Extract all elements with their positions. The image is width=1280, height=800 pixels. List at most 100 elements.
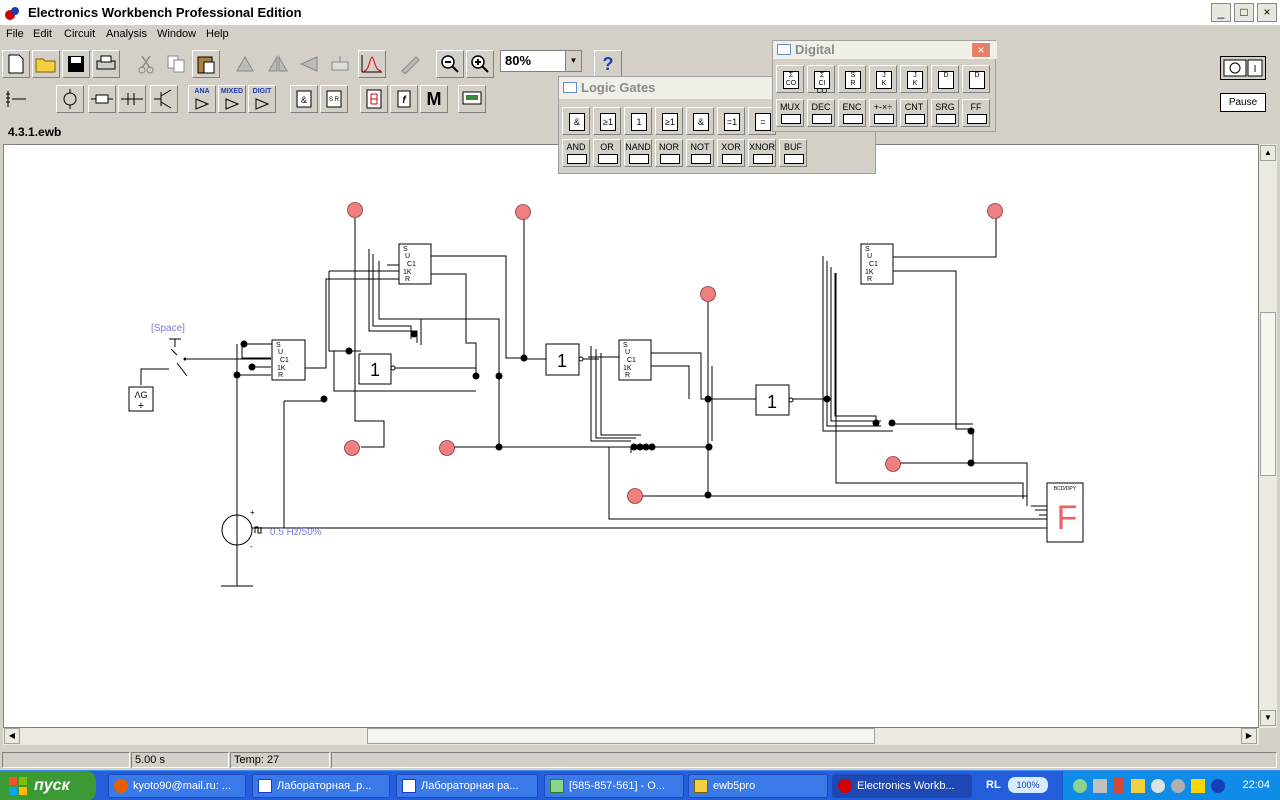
- vertical-scroll-thumb[interactable]: [1260, 312, 1276, 476]
- zoom-select[interactable]: 80% ▼: [500, 50, 582, 72]
- gate-not-symbol[interactable]: 1: [624, 107, 652, 135]
- switch[interactable]: [Space]: [151, 323, 188, 377]
- chevron-down-icon[interactable]: ▼: [565, 51, 581, 71]
- menu-file[interactable]: File: [6, 28, 24, 40]
- clock[interactable]: 22:04: [1242, 779, 1270, 791]
- print-button[interactable]: [92, 50, 120, 78]
- battery-indicator[interactable]: 100%: [1008, 777, 1048, 793]
- seven-segment-display[interactable]: BCD/DPY F: [1046, 482, 1084, 543]
- menu-help[interactable]: Help: [206, 28, 229, 40]
- logic-gates-bin-button[interactable]: &: [290, 85, 318, 113]
- paste-button[interactable]: [192, 50, 220, 78]
- transistors-bin-button[interactable]: [150, 85, 178, 113]
- gate-and-button[interactable]: AND: [562, 139, 590, 167]
- taskbar-item-firefox[interactable]: kyoto90@mail.ru: ...: [108, 774, 246, 798]
- digital-palette-title[interactable]: Digital: [773, 41, 997, 59]
- gate-nand-symbol[interactable]: &: [686, 107, 714, 135]
- start-button[interactable]: пуск: [0, 771, 96, 800]
- memory-icon[interactable]: [1113, 778, 1123, 794]
- zoom-out-button[interactable]: [436, 50, 464, 78]
- enc-button[interactable]: ENC: [838, 99, 866, 127]
- digital-bin-button[interactable]: S R: [320, 85, 348, 113]
- gate-nand-button[interactable]: NAND: [624, 139, 652, 167]
- taskbar-item-word-1[interactable]: Лабораторная_р...: [252, 774, 390, 798]
- help-button[interactable]: ?: [594, 50, 622, 78]
- scroll-down-icon[interactable]: ▼: [1260, 710, 1276, 726]
- rotate-button[interactable]: [232, 50, 260, 78]
- network-icon[interactable]: [1073, 779, 1087, 793]
- inverter-1[interactable]: 1: [358, 353, 396, 385]
- diodes-bin-button[interactable]: [118, 85, 146, 113]
- mixed-ics-bin-button[interactable]: MIXED: [218, 85, 246, 113]
- pause-button[interactable]: Pause: [1220, 93, 1266, 112]
- monitor-icon[interactable]: [1093, 779, 1107, 793]
- minimize-button[interactable]: _: [1211, 3, 1231, 22]
- flip-vertical-button[interactable]: [264, 50, 292, 78]
- controls-bin-button[interactable]: f: [390, 85, 418, 113]
- taskbar-item-ewb[interactable]: Electronics Workb...: [832, 774, 972, 798]
- flip-horizontal-button[interactable]: [294, 50, 322, 78]
- create-subcircuit-button[interactable]: [396, 50, 424, 78]
- probe-6[interactable]: [439, 440, 455, 456]
- basic-bin-button[interactable]: [88, 85, 116, 113]
- zoom-in-button[interactable]: [466, 50, 494, 78]
- gate-buf-button[interactable]: BUF: [779, 139, 807, 167]
- language-indicator[interactable]: RL: [986, 779, 1001, 791]
- arithmetic-button[interactable]: +-×÷: [869, 99, 897, 127]
- digital-palette-close-button[interactable]: ×: [971, 42, 991, 58]
- gate-xor-button[interactable]: XOR: [717, 139, 745, 167]
- gate-and-symbol[interactable]: &: [562, 107, 590, 135]
- gate-or-button[interactable]: OR: [593, 139, 621, 167]
- scroll-up-icon[interactable]: ▲: [1260, 145, 1276, 161]
- component-properties-button[interactable]: [326, 50, 354, 78]
- speaker-icon[interactable]: [1171, 779, 1185, 793]
- probe-1[interactable]: [347, 202, 363, 218]
- cnt-button[interactable]: CNT: [900, 99, 928, 127]
- tools-icon[interactable]: [1191, 779, 1205, 793]
- gate-nor-button[interactable]: NOR: [655, 139, 683, 167]
- gate-nor-symbol[interactable]: ≥1: [655, 107, 683, 135]
- menu-analysis[interactable]: Analysis: [106, 28, 147, 40]
- probe-7[interactable]: [885, 456, 901, 472]
- menu-window[interactable]: Window: [157, 28, 197, 40]
- mux-button[interactable]: MUX: [776, 99, 804, 127]
- horizontal-scroll-thumb[interactable]: [367, 728, 875, 744]
- d-flip-flop-clear-button[interactable]: D: [962, 65, 990, 93]
- indicators-bin-button[interactable]: [360, 85, 388, 113]
- menu-circuit[interactable]: Circuit: [64, 28, 96, 40]
- miscellaneous-bin-button[interactable]: M: [420, 85, 448, 113]
- dec-button[interactable]: DEC: [807, 99, 835, 127]
- clock-source[interactable]: + - 0.5 Hz/50%: [221, 508, 322, 551]
- instruments-bin-button[interactable]: [458, 85, 486, 113]
- probe-3[interactable]: [987, 203, 1003, 219]
- disk-icon[interactable]: [1151, 779, 1165, 793]
- new-button[interactable]: [2, 50, 30, 78]
- scroll-right-icon[interactable]: ▶: [1241, 728, 1257, 744]
- taskbar-item-folder[interactable]: ewb5pro: [688, 774, 828, 798]
- open-button[interactable]: [32, 50, 60, 78]
- gate-xor-symbol[interactable]: =1: [717, 107, 745, 135]
- probe-2[interactable]: [515, 204, 531, 220]
- analog-ics-bin-button[interactable]: ANA: [188, 85, 216, 113]
- power-switch[interactable]: I: [1220, 56, 1266, 80]
- probe-8[interactable]: [627, 488, 643, 504]
- graph-button[interactable]: [358, 50, 386, 78]
- logic-gates-palette[interactable]: Logic Gates & ≥1 1 ≥1 & =1 = AND OR NAND…: [558, 76, 877, 174]
- gate-xnor-button[interactable]: XNOR: [748, 139, 776, 167]
- voltage-source-box[interactable]: ΛG +: [128, 386, 154, 412]
- taskbar-item-word-2[interactable]: Лабораторная ра...: [396, 774, 538, 798]
- gate-or-symbol[interactable]: ≥1: [593, 107, 621, 135]
- sources-bin-button[interactable]: [56, 85, 84, 113]
- gate-not-button[interactable]: NOT: [686, 139, 714, 167]
- maximize-button[interactable]: □: [1234, 3, 1254, 22]
- probe-4[interactable]: [700, 286, 716, 302]
